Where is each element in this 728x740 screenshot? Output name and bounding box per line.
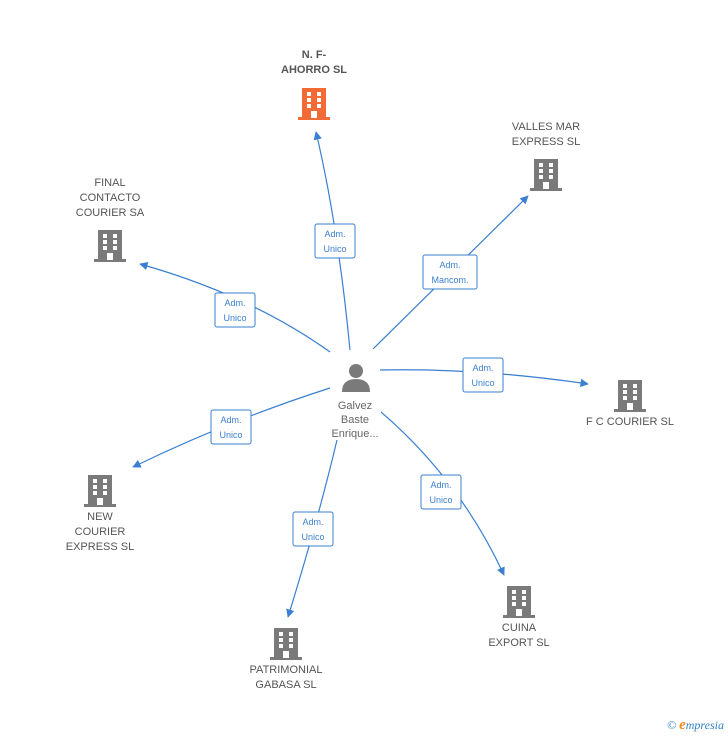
relation-badge-box [214, 292, 256, 328]
relation-label: Adm. [430, 480, 451, 490]
edge-nf-ahorro: Adm. Unico [313, 131, 356, 351]
edge-valles-mar: Adm. Mancom. [372, 195, 529, 350]
company-node-valles-mar[interactable]: VALLES MAR EXPRESS SL [512, 121, 580, 191]
relation-label: Mancom. [431, 275, 468, 285]
relation-badge-box [210, 409, 252, 445]
relation-label: Adm. [439, 260, 460, 270]
relation-label: Adm. [220, 415, 241, 425]
relation-badge-box [420, 474, 462, 510]
person-name-line: Galvez [338, 400, 372, 412]
relation-badge[interactable]: Adm. Unico [210, 409, 252, 445]
relation-label: Adm. [472, 363, 493, 373]
person-name-line: Baste [341, 414, 369, 426]
relation-label: Adm. [224, 298, 245, 308]
brand-initial: e [679, 717, 686, 733]
person-icon [342, 364, 370, 392]
relation-badge[interactable]: Adm. Unico [462, 357, 504, 393]
company-name-line: EXPORT SL [488, 637, 549, 649]
relation-label: Adm. [302, 517, 323, 527]
building-icon [94, 230, 126, 262]
relation-badge-box [462, 357, 504, 393]
relation-badge-box [314, 223, 356, 259]
relation-label: Unico [219, 430, 242, 440]
edges-layer: Adm.UnicoAdm.Mancom.Adm.UnicoAdm.UnicoAd… [132, 131, 589, 618]
relation-badge-box [292, 511, 334, 547]
company-name-line: CONTACTO [80, 192, 141, 204]
company-node-new-courier[interactable]: NEW COURIER EXPRESS SL [66, 475, 134, 553]
relation-label: Unico [223, 313, 246, 323]
person-name-line: Enrique... [331, 428, 378, 440]
company-node-cuina-export[interactable]: CUINA EXPORT SL [488, 586, 550, 649]
company-name-line: NEW [87, 511, 113, 523]
relation-badge[interactable]: Adm. Unico [420, 474, 462, 510]
building-icon [503, 586, 535, 618]
building-icon [614, 380, 646, 412]
relation-label: Unico [323, 244, 346, 254]
company-node-nf-ahorro[interactable]: N. F- AHORRO SL [281, 49, 347, 120]
edge-cuina-export: Adm. Unico [380, 411, 505, 576]
edge-final-contacto: Adm. Unico [139, 262, 331, 353]
company-name-line: GABASA SL [255, 679, 316, 691]
company-name-line: COURIER [75, 526, 126, 538]
relation-badge[interactable]: Adm. Unico [214, 292, 256, 328]
company-node-final-contacto[interactable]: FINAL CONTACTO COURIER SA [76, 177, 145, 262]
company-name-line: FINAL [94, 177, 125, 189]
relation-badge[interactable]: Adm. Mancom. [422, 254, 478, 290]
building-icon [530, 159, 562, 191]
company-name-line: F C COURIER SL [586, 416, 674, 428]
company-node-patrimonial-gabasa[interactable]: PATRIMONIAL GABASA SL [250, 628, 323, 691]
building-icon [270, 628, 302, 660]
building-icon [298, 88, 330, 120]
edge-patrimonial-gabasa: Adm. Unico [286, 439, 338, 618]
relation-label: Adm. [324, 229, 345, 239]
company-name-line: PATRIMONIAL [250, 664, 323, 676]
relation-badge-box [422, 254, 478, 290]
company-name-line: CUINA [502, 622, 537, 634]
empresia-brand[interactable]: © empresia [667, 717, 724, 734]
relation-label: Unico [429, 495, 452, 505]
company-name-line: COURIER SA [76, 207, 145, 219]
edge-new-courier: Adm. Unico [132, 387, 331, 468]
building-icon [84, 475, 116, 507]
relation-badge[interactable]: Adm. Unico [314, 223, 356, 259]
company-name-line: EXPRESS SL [66, 541, 134, 553]
relation-label: Unico [471, 378, 494, 388]
company-node-fc-courier[interactable]: F C COURIER SL [586, 380, 674, 428]
brand-name: mpresia [685, 718, 724, 732]
company-name-line: EXPRESS SL [512, 136, 580, 148]
copyright-mark: © [666, 718, 677, 732]
company-name-line: N. F- [302, 49, 327, 61]
nodes-layer: N. F- AHORRO SL VALLES MAR EXPRESS SL FINAL C… [66, 49, 674, 691]
relation-badge[interactable]: Adm. Unico [292, 511, 334, 547]
company-name-line: AHORRO SL [281, 64, 347, 76]
center-person-node[interactable]: GalvezBasteEnrique... [331, 364, 379, 440]
company-name-line: VALLES MAR [512, 121, 580, 133]
edge-fc-courier: Adm. Unico [379, 357, 589, 393]
relation-label: Unico [301, 532, 324, 542]
